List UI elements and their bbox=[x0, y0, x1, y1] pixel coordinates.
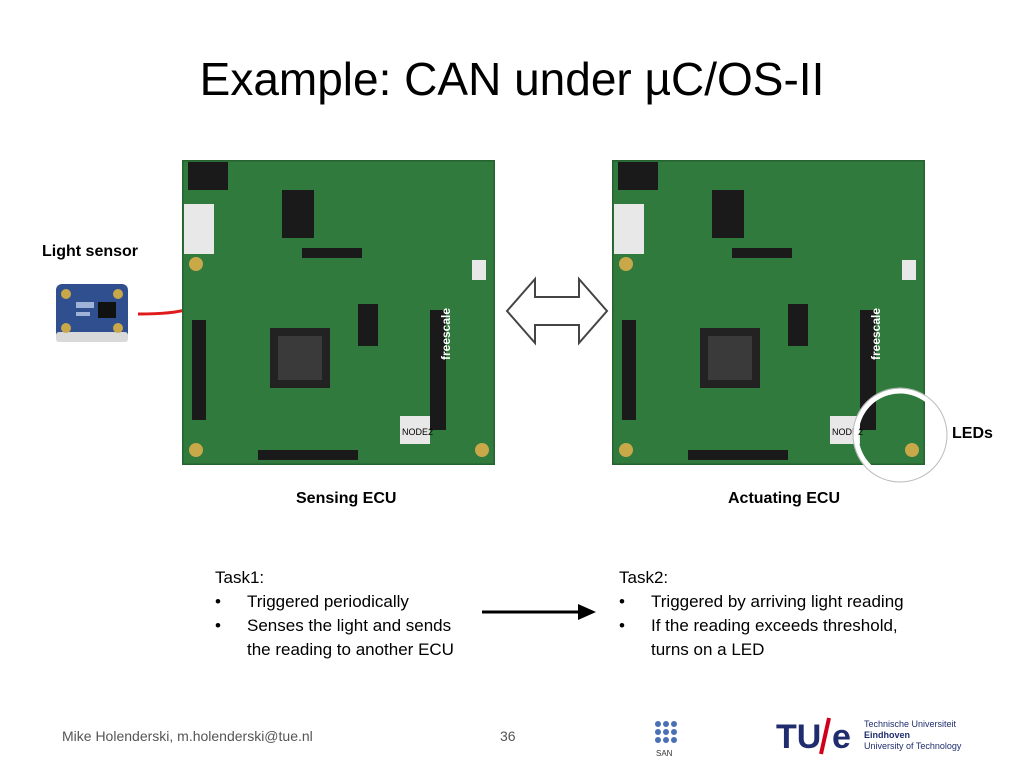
task2-heading: Task2: bbox=[619, 568, 669, 587]
svg-text:SAN: SAN bbox=[656, 749, 673, 758]
footer-author: Mike Holenderski, m.holenderski@tue.nl bbox=[62, 728, 313, 744]
list-item-continuation: turns on a LED bbox=[651, 640, 765, 659]
list-item-continuation: the reading to another ECU bbox=[247, 640, 454, 659]
freescale-mark: freescale bbox=[439, 308, 453, 360]
task-flow-arrow bbox=[482, 604, 596, 620]
task2-bullets: •Triggered by arriving light reading •If… bbox=[619, 590, 904, 662]
task1-bullets: •Triggered periodically •Senses the ligh… bbox=[215, 590, 454, 662]
slide-title: Example: CAN under µC/OS-II bbox=[199, 53, 825, 105]
bidirectional-arrow-icon bbox=[505, 276, 609, 346]
light-sensor-image bbox=[56, 284, 128, 342]
task1-heading: Task1: bbox=[215, 568, 265, 587]
list-item: •If the reading exceeds threshold, bbox=[619, 616, 898, 635]
san-logo: SAN bbox=[655, 721, 677, 758]
svg-text:TU: TU bbox=[776, 718, 821, 756]
node-label: NODE2 bbox=[832, 427, 863, 437]
task2-block: Task2: •Triggered by arriving light read… bbox=[619, 566, 904, 662]
led-highlight-circle bbox=[852, 387, 948, 483]
list-item: •Senses the light and sends bbox=[215, 616, 452, 635]
node-label: NODE2 bbox=[402, 427, 433, 437]
tue-logo-mark: TU e bbox=[776, 717, 851, 756]
list-item: •Triggered periodically bbox=[215, 592, 409, 611]
leds-label: LEDs bbox=[952, 425, 993, 442]
tue-logo-text: Technische Universiteit Eindhoven Univer… bbox=[864, 719, 962, 751]
sensing-ecu-board: freescale NODE2 bbox=[180, 158, 497, 467]
actuating-ecu-label: Actuating ECU bbox=[728, 490, 840, 507]
sensing-ecu-label: Sensing ECU bbox=[296, 490, 397, 507]
page-number: 36 bbox=[500, 728, 516, 744]
light-sensor-label: Light sensor bbox=[42, 243, 139, 260]
actuating-ecu-board: freescale NODE2 bbox=[610, 158, 927, 467]
freescale-mark: freescale bbox=[869, 308, 883, 360]
svg-text:e: e bbox=[832, 718, 851, 756]
task1-block: Task1: •Triggered periodically •Senses t… bbox=[215, 566, 454, 662]
list-item: •Triggered by arriving light reading bbox=[619, 592, 904, 611]
